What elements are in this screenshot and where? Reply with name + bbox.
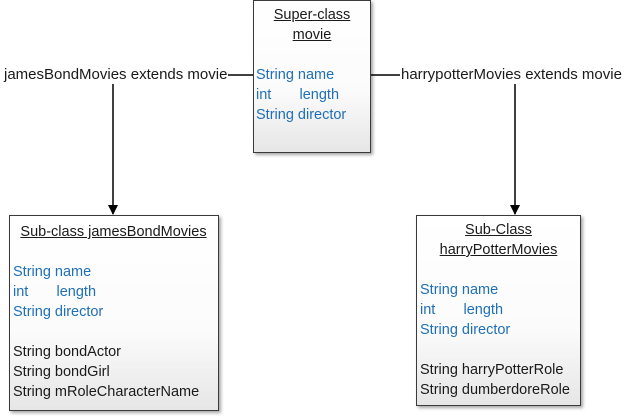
- left-inheritance-connector: [108, 74, 253, 215]
- superclass-movie-box: Super-class movie String name int length…: [253, 0, 371, 153]
- attribute-harrypotterrole: String harryPotterRole: [420, 362, 564, 378]
- attribute-bondgirl: String bondGirl: [13, 364, 110, 380]
- attribute-length: int length: [256, 87, 340, 103]
- subclass-left-title: Sub-class jamesBondMovies: [20, 224, 207, 240]
- subclass-right-title-line1: Sub-Class: [465, 222, 532, 238]
- attribute-name: String name: [420, 282, 499, 298]
- right-inheritance-connector: [371, 74, 520, 215]
- attribute-name: String name: [256, 67, 335, 83]
- right-edge-label: harrypotterMovies extends movie: [400, 66, 623, 84]
- attribute-dumberdorerole: String dumberdoreRole: [420, 382, 570, 398]
- subclass-right-title-line2: harryPotterMovies: [439, 242, 558, 258]
- attribute-name: String name: [13, 264, 92, 280]
- superclass-title-line1: Super-class: [273, 7, 351, 23]
- subclass-harrypottermovies-box: Sub-Class harryPotterMovies String name …: [416, 215, 581, 406]
- attribute-director: String director: [256, 107, 347, 123]
- subclass-jamesbondmovies-box: Sub-class jamesBondMovies String name in…: [9, 215, 219, 411]
- attribute-length: int length: [420, 302, 504, 318]
- attribute-mrolecharactername: String mRoleCharacterName: [13, 384, 200, 400]
- attribute-bondactor: String bondActor: [13, 344, 122, 360]
- attribute-director: String director: [420, 322, 511, 338]
- attribute-director: String director: [13, 304, 104, 320]
- left-edge-label: jamesBondMovies extends movie: [3, 66, 229, 84]
- superclass-title-line2: movie: [292, 27, 332, 43]
- attribute-length: int length: [13, 284, 97, 300]
